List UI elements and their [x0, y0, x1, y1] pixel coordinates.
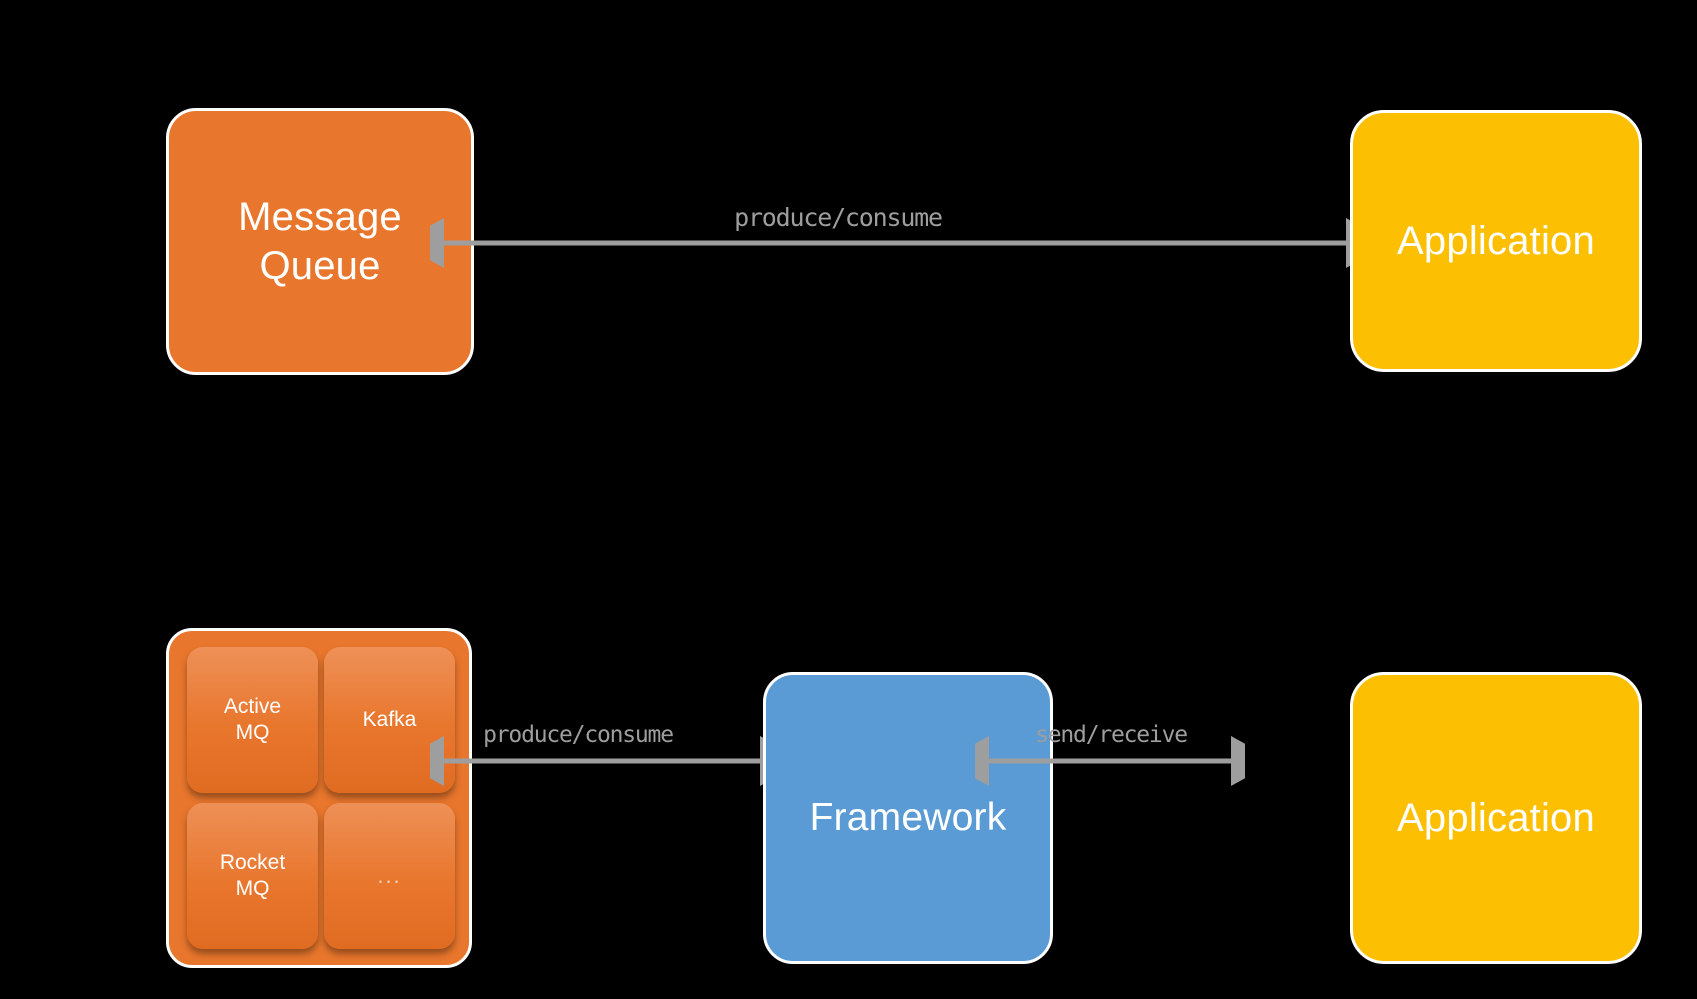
connector-mq-to-application [430, 218, 1360, 268]
mq-chip-more[interactable]: ... [324, 803, 455, 949]
message-queue-label-line2: Queue [259, 243, 381, 288]
application-node-top[interactable]: Application [1350, 110, 1642, 372]
mq-chip-activemq-line1: Active [223, 694, 282, 718]
connector-label-produce-consume-bottom: produce/consume [483, 722, 674, 748]
connector-label-produce-consume-top: produce/consume [734, 203, 943, 232]
connector-label-send-receive: send/receive [1035, 722, 1188, 748]
message-queue-label: Message Queue [238, 193, 402, 291]
framework-node[interactable]: Framework [763, 672, 1053, 964]
mq-chip-activemq-line2: MQ [235, 721, 270, 744]
mq-chip-rocketmq[interactable]: Rocket MQ [187, 803, 318, 949]
application-label-top: Application [1397, 218, 1595, 263]
mq-chip-kafka-line1: Kafka [362, 707, 417, 731]
mq-chip-more-line1: ... [377, 863, 402, 889]
application-node-bottom[interactable]: Application [1350, 672, 1642, 964]
message-queue-label-line1: Message [238, 194, 402, 239]
connector-cluster-to-framework [430, 736, 774, 786]
application-label-bottom: Application [1397, 795, 1595, 840]
message-queue-node[interactable]: Message Queue [166, 108, 474, 375]
mq-chip-activemq[interactable]: Active MQ [187, 647, 318, 793]
connector-framework-to-application [975, 736, 1245, 786]
framework-label: Framework [809, 796, 1007, 840]
mq-cluster-node[interactable]: Active MQ Kafka Rocket MQ ... [166, 628, 472, 968]
mq-chip-rocketmq-line2: MQ [235, 877, 270, 900]
mq-chip-rocketmq-line1: Rocket [219, 850, 286, 874]
